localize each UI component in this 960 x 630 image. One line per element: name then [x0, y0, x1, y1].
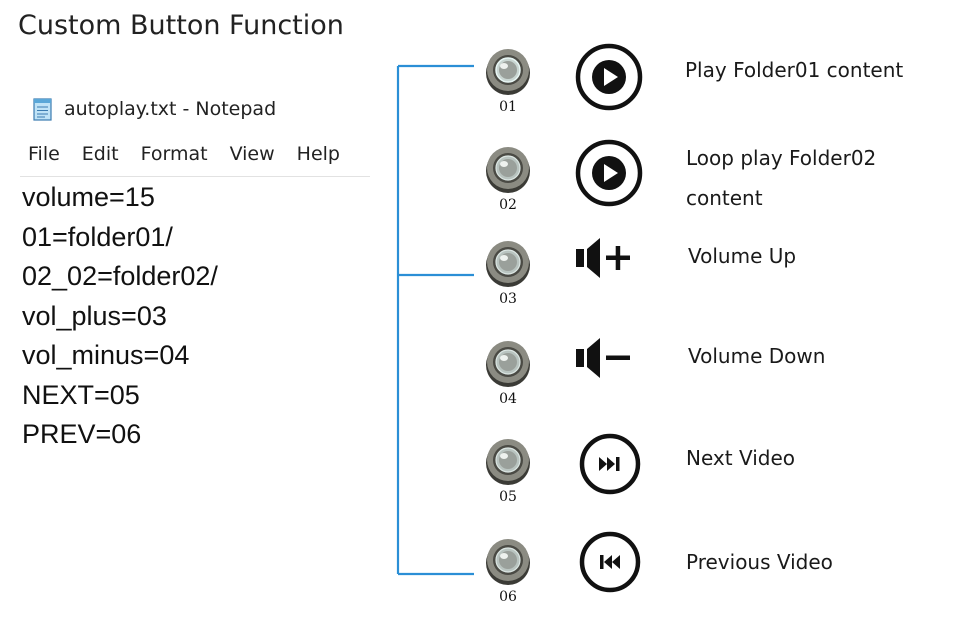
next-track-icon — [579, 433, 641, 495]
push-button-04[interactable]: 04 — [476, 332, 540, 407]
push-button-03[interactable]: 03 — [476, 232, 540, 307]
button-row-03: 03 Volume Up — [470, 232, 950, 332]
config-line: volume=15 — [22, 182, 155, 212]
menu-item-view[interactable]: View — [229, 143, 275, 165]
config-line: 01=folder01/ — [22, 221, 173, 252]
metal-button-icon — [486, 147, 530, 193]
function-label: Loop play Folder02 — [686, 146, 877, 170]
button-row-02: 02 Loop play Folder02 content — [470, 138, 950, 238]
config-line: vol_plus=03 — [22, 300, 167, 331]
notepad-menu-bar: File Edit Format View Help — [28, 143, 340, 165]
config-line: PREV=06 — [22, 419, 142, 449]
play-icon — [575, 43, 643, 111]
button-number: 06 — [499, 589, 517, 605]
button-number: 02 — [499, 197, 517, 213]
metal-button-icon — [486, 439, 530, 485]
function-label: Play Folder01 content — [685, 58, 904, 82]
play-icon — [575, 139, 643, 207]
function-label: Volume Up — [688, 244, 797, 268]
push-button-02[interactable]: 02 — [476, 138, 540, 213]
push-button-01[interactable]: 01 — [476, 40, 540, 115]
volume-up-icon — [576, 238, 630, 278]
metal-button-icon — [486, 49, 530, 95]
notepad-titlebar: autoplay.txt - Notepad — [32, 93, 276, 125]
volume-down-icon — [576, 338, 630, 378]
menu-item-edit[interactable]: Edit — [81, 143, 119, 165]
notepad-icon — [32, 96, 54, 122]
metal-button-icon — [486, 241, 530, 287]
config-line: vol_minus=04 — [22, 340, 190, 370]
metal-button-icon — [486, 539, 530, 585]
notepad-window-title: autoplay.txt - Notepad — [64, 98, 277, 120]
notepad-text-area[interactable]: volume=15 01=folder01/ 02_02=folder02/ v… — [22, 178, 218, 455]
function-label: Volume Down — [688, 344, 826, 368]
button-row-04: 04 Volume Down — [470, 332, 950, 432]
function-label: Next Video — [686, 446, 795, 470]
button-number: 01 — [499, 99, 517, 115]
connector-bracket — [396, 64, 474, 576]
page-title: Custom Button Function — [18, 10, 344, 41]
push-button-06[interactable]: 06 — [476, 530, 540, 605]
previous-track-icon — [579, 531, 641, 593]
menu-item-format[interactable]: Format — [140, 143, 208, 165]
function-label-continued: content — [686, 186, 763, 210]
push-button-05[interactable]: 05 — [476, 430, 540, 505]
button-number: 03 — [499, 291, 517, 307]
button-row-05: 05 Next Video — [470, 430, 950, 530]
menu-item-help[interactable]: Help — [296, 143, 340, 165]
config-line: NEXT=05 — [22, 379, 140, 410]
menu-item-file[interactable]: File — [28, 143, 60, 165]
button-number: 05 — [499, 489, 517, 505]
metal-button-icon — [486, 341, 530, 387]
button-number: 04 — [499, 391, 517, 407]
button-row-01: 01 Play Folder01 content — [470, 40, 950, 140]
menu-divider — [20, 176, 370, 177]
config-line: 02_02=folder02/ — [22, 261, 218, 291]
button-row-06: 06 Previous Video — [470, 530, 950, 630]
function-label: Previous Video — [686, 550, 833, 574]
